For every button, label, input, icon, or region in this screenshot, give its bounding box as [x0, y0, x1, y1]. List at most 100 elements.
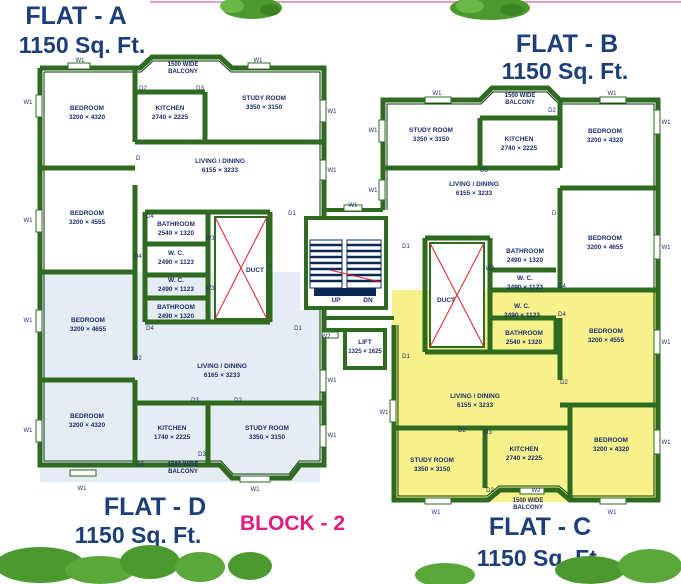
flat-c-title: FLAT - C — [488, 513, 592, 541]
room-dim: 2490 × 1123 — [504, 312, 540, 319]
marker-w2: W2 — [322, 334, 332, 340]
room-name: STUDY ROOM — [245, 425, 289, 432]
room-dim: 2490 × 1123 — [158, 286, 194, 293]
marker-w1: W1 — [328, 168, 338, 174]
room-name: BATHROOM — [157, 304, 195, 311]
marker-w1: W1 — [24, 428, 34, 434]
room-dim: BALCONY — [168, 69, 198, 75]
lift-name: LIFT — [358, 339, 372, 346]
room-dim: 6155 × 3233 — [202, 167, 239, 174]
marker-w1: W1 — [662, 120, 672, 126]
room-dim: 2740 × 2225 — [152, 114, 189, 121]
room-dim: BALCONY — [168, 469, 198, 475]
marker-w1: W1 — [328, 433, 338, 439]
room-dim: 3350 × 3150 — [413, 136, 450, 143]
flat-b-rooms: 1500 WIDE BALCONY STUDY ROOM 3350 × 3150… — [409, 93, 624, 304]
marker-d4: D4 — [134, 254, 142, 260]
lift — [343, 328, 387, 370]
lift-dim: 1325 × 1625 — [348, 349, 382, 355]
marker-d3: D3 — [480, 168, 488, 174]
room-dim: 3350 × 3150 — [249, 434, 286, 441]
marker-d4: D4 — [558, 312, 566, 318]
flat-d-area: 1150 Sq. Ft. — [74, 522, 202, 548]
marker-v: V — [268, 264, 272, 270]
flat-d-rooms: W. C. 2490 × 1123 BATHROOM 2490 × 1320 B… — [69, 277, 289, 475]
marker-d2: D2 — [548, 108, 556, 114]
core-labels: UP DN LIFT 1325 × 1625 — [331, 297, 382, 355]
room-name: LIVING / DINING — [195, 158, 245, 165]
marker-w1: W1 — [432, 510, 442, 516]
room-name: 1500 WIDE — [513, 498, 544, 504]
room-name: KITCHEN — [505, 136, 534, 143]
room-dim: 2740 × 2225 — [501, 145, 538, 152]
stair-up-label: UP — [331, 297, 341, 304]
room-name: BATHROOM — [157, 221, 195, 228]
marker-w2: W2 — [532, 488, 542, 494]
room-name: W. C. — [168, 250, 184, 257]
marker-d3: D3 — [484, 430, 492, 436]
marker-d2: D2 — [560, 380, 568, 386]
room-dim: 2540 × 1320 — [158, 230, 195, 237]
marker-w1: W1 — [24, 318, 34, 324]
room-dim: 3200 × 4320 — [69, 422, 106, 429]
room-dim: 2740 × 2225 — [506, 455, 543, 462]
room-name: 1500 WIDE — [168, 62, 199, 68]
marker-d4: D4 — [558, 284, 566, 290]
marker-d2: D2 — [458, 428, 466, 434]
flat-d-title: FLAT - D — [103, 493, 207, 521]
room-dim: BALCONY — [505, 100, 535, 106]
marker-d: D — [552, 211, 557, 217]
flat-a-title: FLAT - A — [25, 2, 127, 30]
marker-d1: D1 — [402, 244, 410, 250]
marker-w3: W3 — [206, 286, 216, 292]
room-name: LIVING / DINING — [450, 393, 500, 400]
marker-w1: W1 — [662, 245, 672, 251]
marker-w1: W1 — [369, 188, 379, 194]
room-dim: 3200 × 4655 — [70, 326, 107, 333]
marker-w1: W1 — [433, 91, 443, 97]
flat-b-title: FLAT - B — [515, 30, 619, 58]
room-dim: 6165 × 3233 — [204, 372, 241, 379]
room-dim: 6155 × 3233 — [456, 190, 493, 197]
duct-left — [214, 216, 268, 320]
room-dim: 1740 × 2225 — [154, 434, 191, 441]
marker-w1: W1 — [369, 128, 379, 134]
room-dim: 3200 × 4655 — [587, 244, 624, 251]
staircase — [304, 216, 388, 310]
room-dim: 6155 × 3233 — [457, 402, 494, 409]
room-name: 1500 WIDE — [505, 93, 536, 99]
room-dim: 3200 × 4320 — [593, 446, 630, 453]
room-dim: BALCONY — [513, 505, 543, 511]
flat-c-rooms: W. C. 2490 × 1123 BATHROOM 2540 × 1320 B… — [410, 303, 630, 511]
marker-d3: D3 — [196, 86, 204, 92]
room-name: LIVING / DINING — [449, 181, 499, 188]
room-name: BEDROOM — [588, 128, 622, 135]
flat-b-area: 1150 Sq. Ft. — [501, 58, 629, 84]
room-name: KITCHEN — [156, 105, 185, 112]
room-name: STUDY ROOM — [410, 457, 454, 464]
room-name: KITCHEN — [510, 446, 539, 453]
room-name: W. C. — [517, 275, 533, 282]
flat-a-rooms: 1500 WIDE BALCONY BEDROOM 3200 × 4320 KI… — [69, 62, 286, 274]
marker-w1: W1 — [608, 91, 618, 97]
room-name: W. C. — [168, 277, 184, 284]
room-name: STUDY ROOM — [409, 127, 453, 134]
marker-w1: W1 — [24, 100, 34, 106]
marker-d1: D1 — [402, 354, 410, 360]
room-dim: 2490 × 1123 — [507, 284, 543, 291]
room-name: LIVING / DINING — [197, 363, 247, 370]
room-dim: 3200 × 4555 — [69, 219, 106, 226]
marker-d3: D3 — [198, 452, 206, 458]
marker-w1: W1 — [24, 218, 34, 224]
room-dim: 3350 × 3150 — [246, 104, 283, 111]
room-name: BEDROOM — [589, 328, 623, 335]
flat-b-c-partitions — [385, 102, 656, 498]
marker-d4: D4 — [146, 214, 154, 220]
marker-w3: W3 — [206, 236, 216, 242]
room-dim: 2490 × 1320 — [158, 313, 195, 320]
marker-d: D — [136, 156, 141, 162]
room-name: BATHROOM — [505, 330, 543, 337]
room-dim: 3350 × 3150 — [414, 466, 451, 473]
flat-a-area: 1150 Sq. Ft. — [18, 32, 146, 58]
